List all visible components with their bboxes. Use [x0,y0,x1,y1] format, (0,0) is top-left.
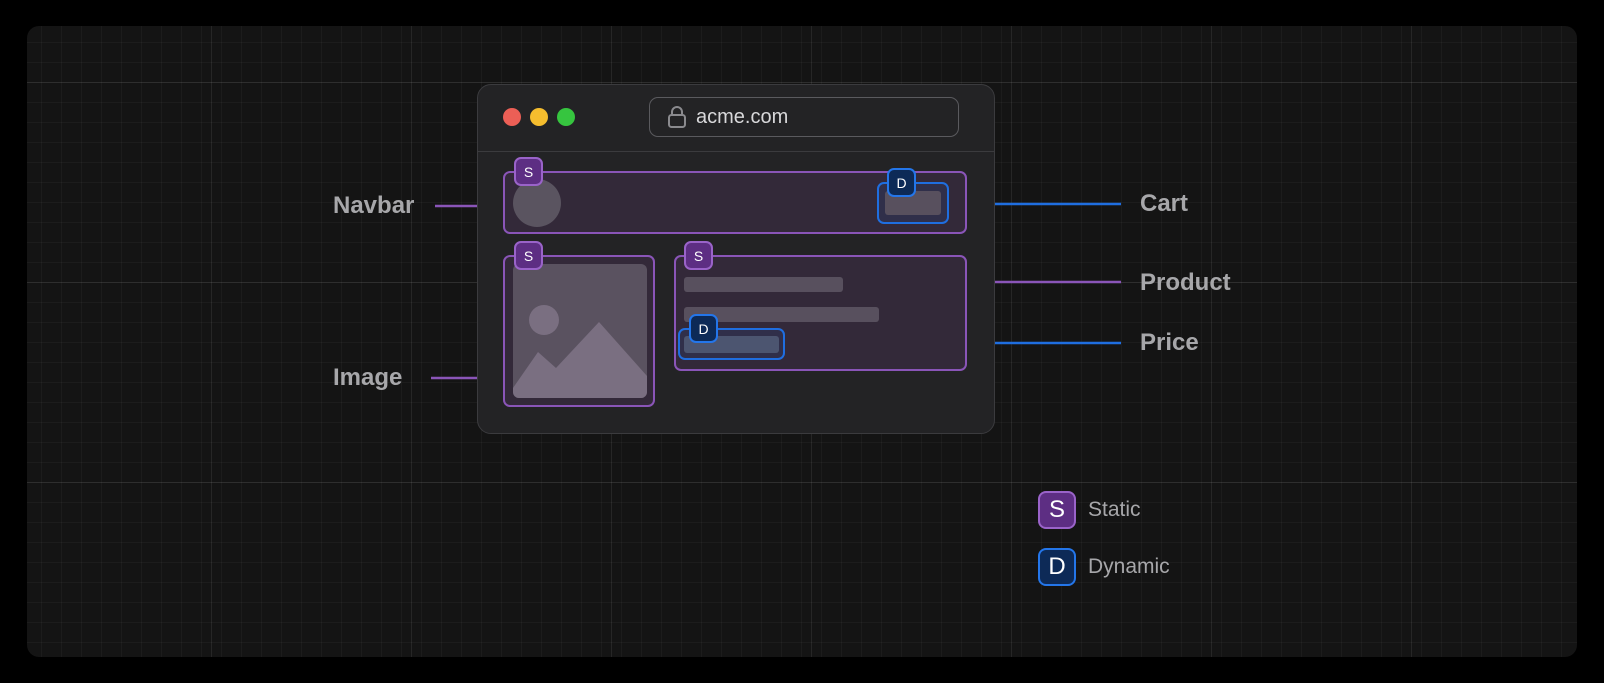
url-text: acme.com [696,105,789,128]
minimize-dot [530,108,548,126]
diagram-canvas: acme.com S D S S D Navbar Image Cart Pro… [27,26,1577,657]
navbar-logo-placeholder [513,179,561,227]
lock-icon [668,106,686,128]
product-static-badge: S [684,241,713,270]
navbar-static-badge: S [514,157,543,186]
price-label: Price [1140,329,1199,356]
address-bar: acme.com [649,97,959,137]
image-static-badge: S [514,241,543,270]
legend-dynamic-label: Dynamic [1088,555,1170,578]
close-dot [503,108,521,126]
price-dynamic-badge: D [689,314,718,343]
cart-dynamic-badge: D [887,168,916,197]
titlebar-divider [477,151,995,152]
navbar-label: Navbar [333,192,415,219]
maximize-dot [557,108,575,126]
image-placeholder-icon [513,264,647,398]
legend-static-label: Static [1088,498,1141,521]
product-description-placeholder [684,307,879,322]
legend-dynamic-badge: D [1038,548,1076,586]
legend-static-badge: S [1038,491,1076,529]
product-title-placeholder [684,277,843,292]
image-label: Image [333,364,403,391]
product-label: Product [1140,269,1231,296]
cart-label: Cart [1140,190,1189,217]
